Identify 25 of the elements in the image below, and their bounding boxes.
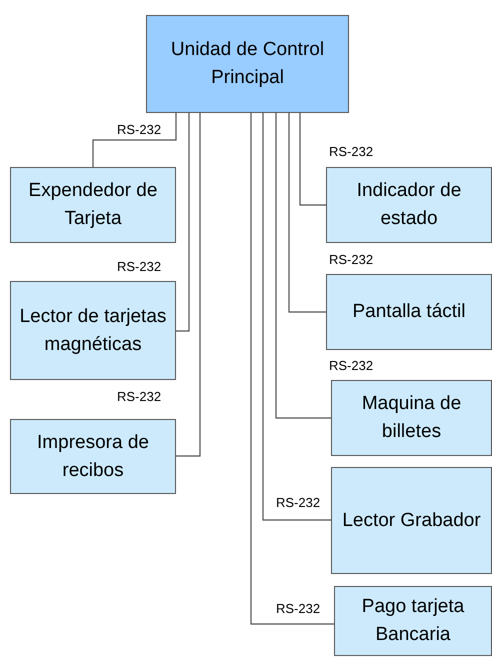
- control-unit-box: Unidad de Control Principal: [146, 15, 349, 113]
- edge-label: RS-232: [117, 122, 162, 137]
- device-box: Expendedor de Tarjeta: [10, 167, 176, 243]
- device-box: Maquina de billetes: [331, 380, 492, 456]
- device-box: Lector Grabador: [331, 467, 492, 574]
- edge-label: RS-232: [117, 389, 162, 404]
- device-box: Indicador de estado: [326, 167, 492, 243]
- device-box: Pantalla táctil: [326, 274, 492, 350]
- device-box: Impresora de recibos: [10, 419, 176, 494]
- connector-line: [176, 113, 190, 332]
- edge-label: RS-232: [329, 144, 374, 159]
- connector-line: [92, 113, 177, 167]
- connector-line: [262, 113, 331, 521]
- connector-line: [250, 113, 334, 625]
- connector-line: [176, 113, 201, 457]
- device-box: Lector de tarjetas magnéticas: [10, 281, 176, 380]
- edge-label: RS-232: [276, 601, 320, 616]
- device-box: Pago tarjeta Bancaria: [334, 586, 492, 656]
- edge-label: RS-232: [329, 252, 374, 267]
- edge-label: RS-232: [276, 495, 320, 510]
- connector-line: [288, 113, 326, 313]
- edge-label: RS-232: [329, 358, 374, 373]
- connector-line: [275, 113, 331, 419]
- edge-label: RS-232: [117, 259, 162, 274]
- connector-line: [299, 113, 326, 206]
